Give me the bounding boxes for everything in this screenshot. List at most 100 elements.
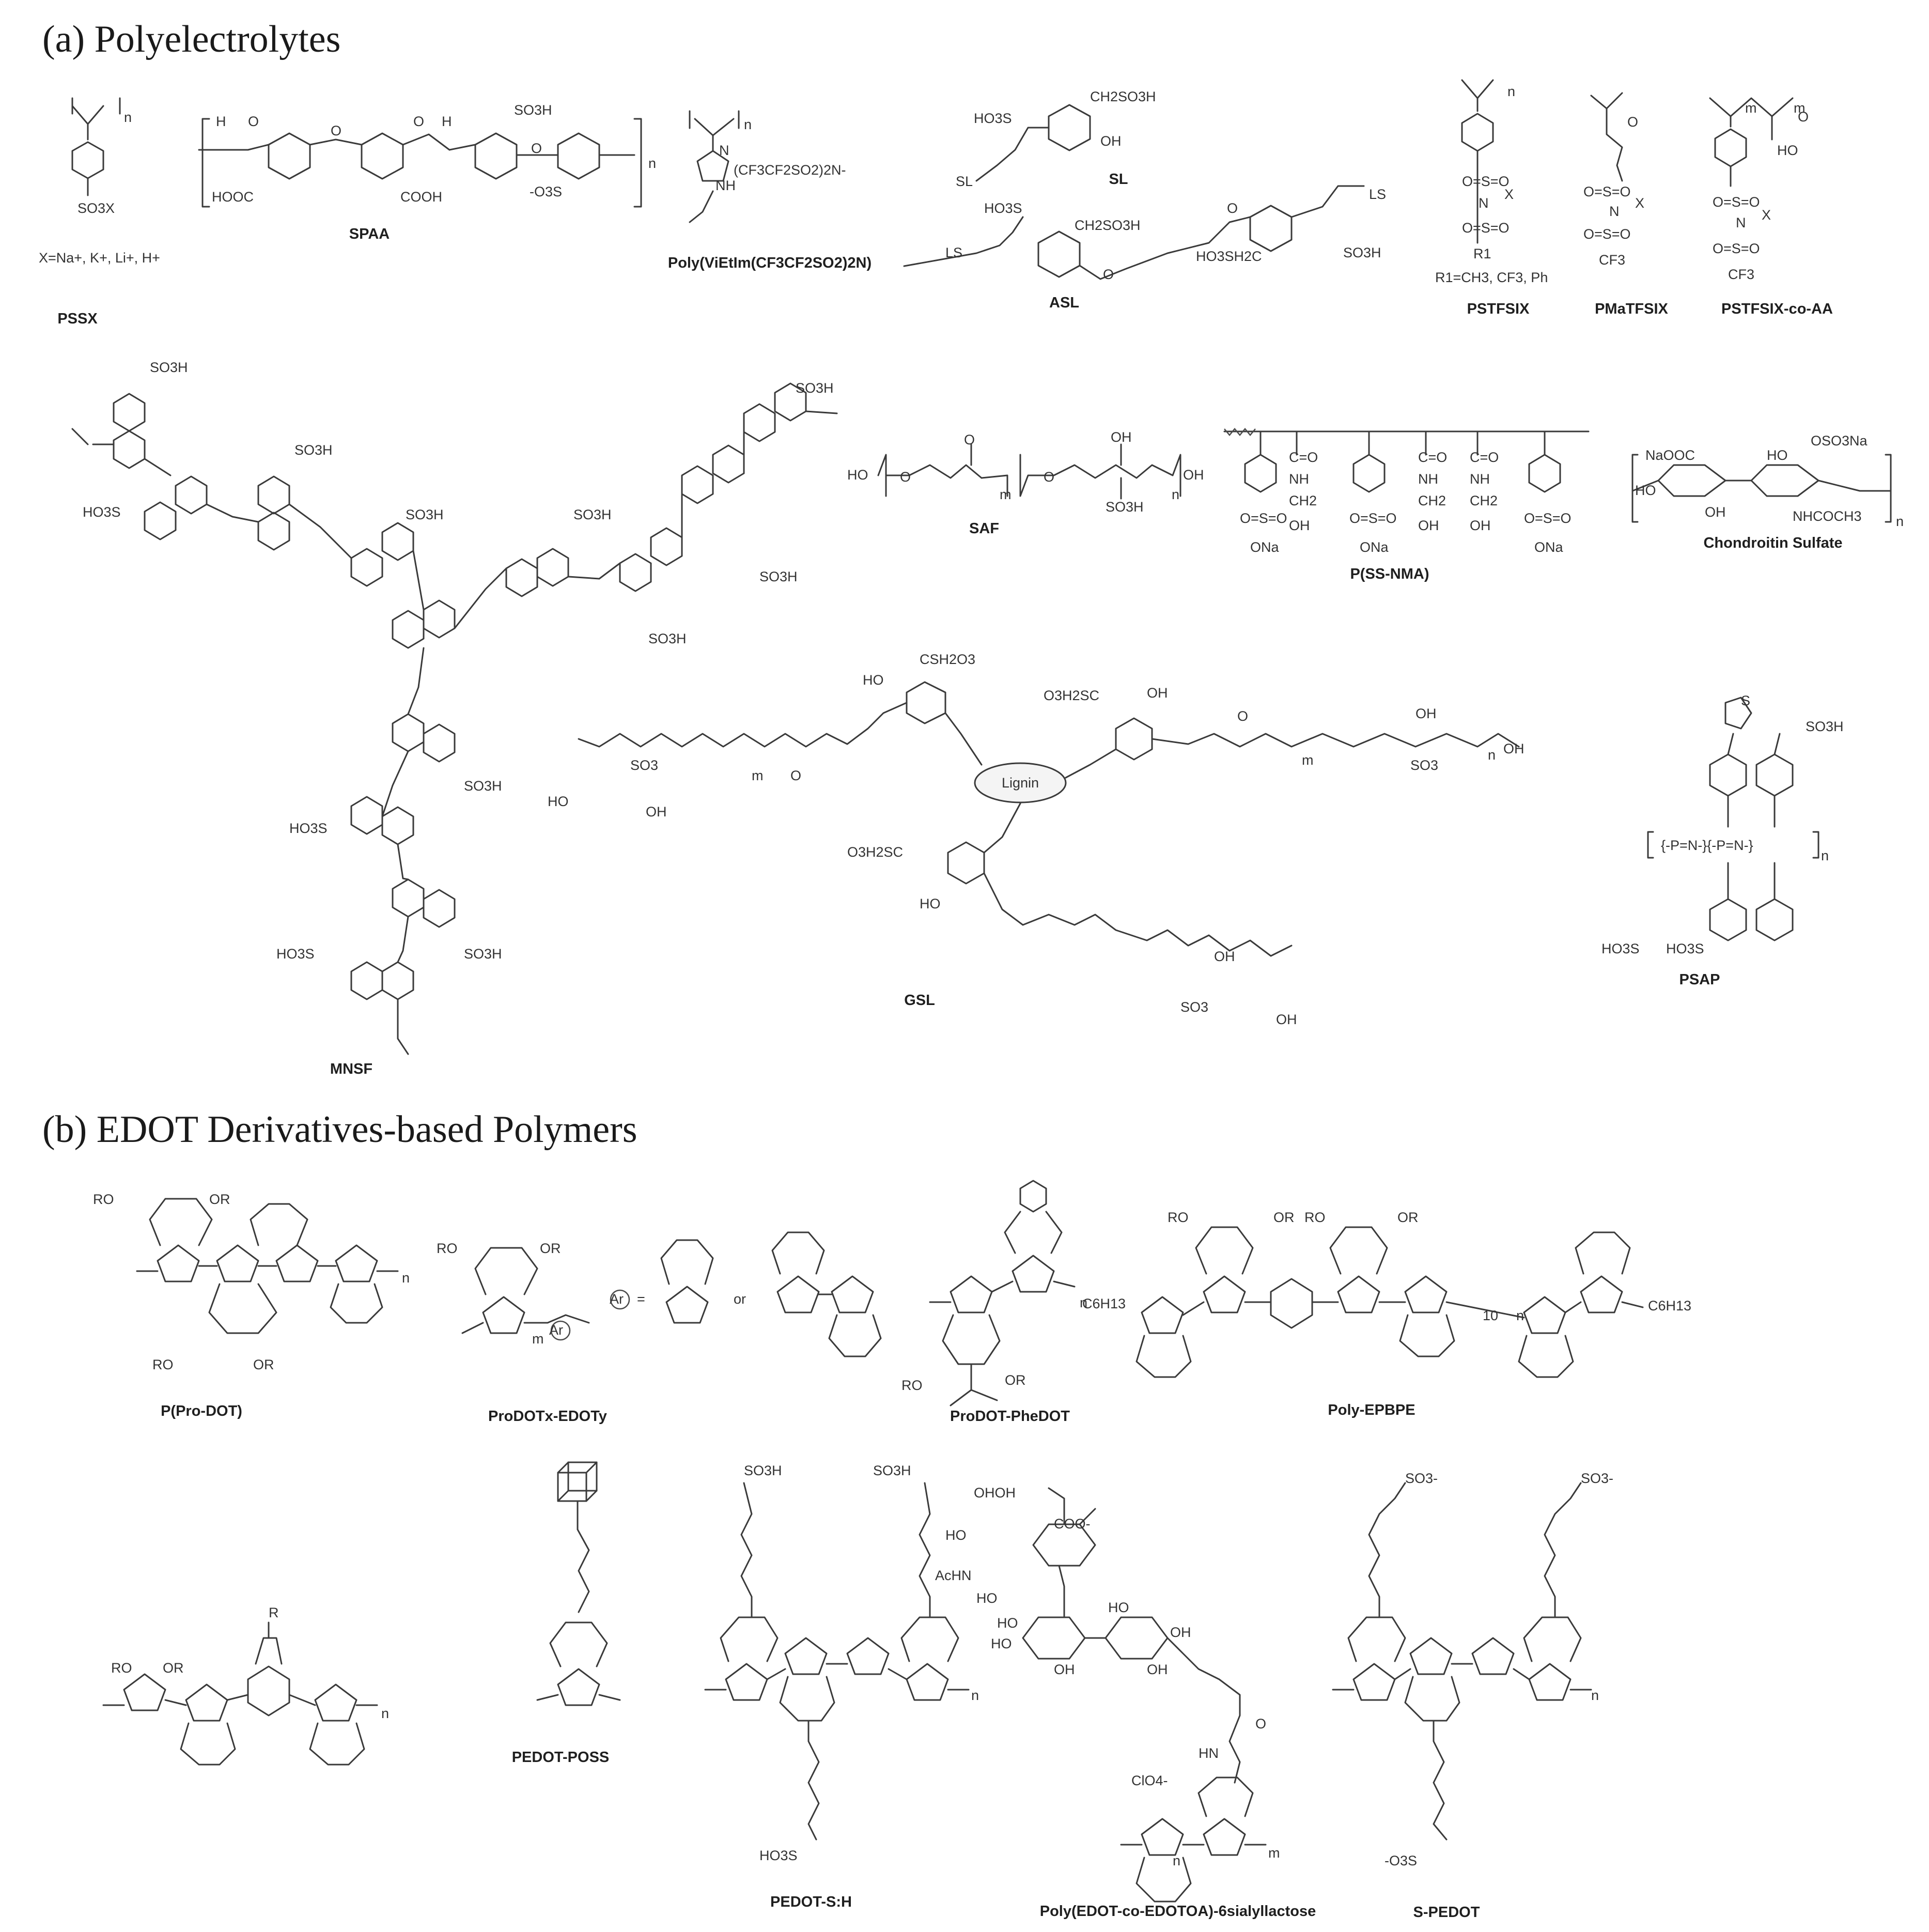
saf-oh2: OH — [1183, 467, 1204, 483]
prodot-or: OR — [540, 1241, 561, 1256]
sialyl-coo: COO- — [1054, 1516, 1091, 1532]
spaa-o2: O — [413, 114, 424, 129]
gsl-oh-right: OH — [1415, 706, 1437, 721]
structure-pstfsix-group: O=S=O N O=S=O R1 X R1=CH3, CF3, Ph n PST… — [1435, 79, 1833, 317]
asl-ch2so3h: CH2SO3H — [1075, 218, 1141, 233]
asl-o: O — [1103, 267, 1114, 282]
pedotsh-n: n — [971, 1688, 979, 1703]
mnsf-so3h-9: SO3H — [464, 946, 502, 962]
epbpe-ro-2: RO — [1304, 1210, 1326, 1225]
structure-mnsf: SO3H HO3S SO3H SO3H SO3H SO3H SO3H SO3H … — [71, 360, 838, 1077]
pssnma-so3-2: O=S=O — [1349, 511, 1397, 526]
epbpe-or-2: OR — [1397, 1210, 1419, 1225]
gsl-oh-left: OH — [646, 804, 667, 820]
spaa-so3h: SO3H — [514, 102, 552, 118]
gsl-lignin-ellipse — [974, 762, 1067, 803]
pssnma-ch2-2: CH2 — [1418, 493, 1446, 508]
pmatfsix-so2b: O=S=O — [1583, 226, 1631, 242]
sl-ho3s: HO3S — [974, 111, 1012, 126]
spaa-cooh: COOH — [400, 189, 442, 205]
pmatfsix-x: X — [1635, 195, 1644, 211]
psap-ho3s-1: HO3S — [1601, 941, 1640, 956]
gsl-oh-bottom2: OH — [1276, 1012, 1297, 1027]
label-pstfsix-co-aa: PSTFSIX-co-AA — [1721, 301, 1833, 317]
spaa-h2: H — [442, 114, 452, 129]
psap-ho3s-2: HO3S — [1666, 941, 1704, 956]
pedotsh-ho3s: HO3S — [759, 1848, 798, 1863]
pssx-note: X=Na+, K+, Li+, H+ — [39, 250, 160, 266]
gsl-so3-left: SO3 — [630, 758, 658, 773]
chondroitin-naooc: NaOOC — [1645, 447, 1695, 463]
section-a-heading: (a) Polyelectrolytes — [42, 18, 340, 60]
gsl-oh-bottom: OH — [1214, 949, 1235, 964]
spedot-so3-1: SO3- — [1405, 1471, 1438, 1486]
section-b-heading: (b) EDOT Derivatives-based Polymers — [42, 1108, 637, 1151]
label-psap: PSAP — [1679, 971, 1720, 988]
sl-oh: OH — [1100, 133, 1122, 149]
spedot-o3s: -O3S — [1384, 1853, 1417, 1868]
ppd-or-2: OR — [253, 1357, 274, 1372]
pstfsix-co-aa-n: N — [1736, 215, 1746, 230]
label-pstfsix: PSTFSIX — [1467, 301, 1530, 317]
label-spaa: SPAA — [349, 226, 390, 242]
structure-spaa: H O O H O O HOOC COOH SO3H -O3S n SPAA — [198, 102, 656, 242]
saf-n: n — [1172, 487, 1179, 502]
pmatfsix-so2: O=S=O — [1583, 184, 1631, 199]
mnsf-so3h-5: SO3H — [759, 569, 798, 584]
structure-prodot-phedot: RO OR n ProDOT-PheDOT — [901, 1180, 1087, 1425]
pssnma-ch2-1: CH2 — [1289, 493, 1317, 508]
gsl-ho-2: HO — [920, 896, 941, 911]
prodot-or-word: or — [734, 1291, 746, 1307]
mnsf-ho3s-2: HO3S — [289, 821, 328, 836]
pstfsix-co-aa-so2b: O=S=O — [1713, 241, 1760, 256]
epbpe-c6h13-2: C6H13 — [1648, 1298, 1691, 1313]
label-p-pro-dot: P(Pro-DOT) — [161, 1403, 242, 1419]
sialyl-ho-3: HO — [997, 1615, 1018, 1631]
structure-psap: {-P=N-}{-P=N-} S SO3H HO3S HO3S n PSAP — [1601, 693, 1844, 988]
structure-p-pro-dot: RO OR RO OR n P(Pro-DOT) — [93, 1192, 410, 1419]
spedot-n: n — [1591, 1688, 1599, 1703]
structure-chondroitin: NaOOC HO OH HO OSO3Na NHCOCH3 n Chondroi… — [1631, 433, 1904, 551]
btz-or: OR — [163, 1660, 184, 1676]
psap-n: n — [1821, 848, 1829, 863]
sialyl-ho-5: HO — [1108, 1600, 1129, 1615]
structure-poly-epbpe: C6H13 C6H13 RO OR RO OR 10 n Poly-EPBPE — [1082, 1210, 1691, 1418]
gsl-ho-left: HO — [548, 794, 569, 809]
pssnma-co-2: C=O — [1418, 450, 1447, 465]
ppd2-ro: RO — [901, 1378, 923, 1393]
psap-s: S — [1741, 693, 1750, 708]
pssnma-oh-2: OH — [1418, 518, 1439, 533]
label-sl: SL — [1109, 171, 1128, 188]
epbpe-10: 10 — [1483, 1308, 1498, 1323]
label-prodot-phedot: ProDOT-PheDOT — [950, 1408, 1070, 1425]
pstfsix-so2b: O=S=O — [1462, 220, 1510, 236]
ppd-ro-2: RO — [152, 1357, 174, 1372]
gsl-o-left: O — [790, 768, 801, 783]
pssnma-ona-2: ONa — [1360, 539, 1389, 555]
label-s-pedot: S-PEDOT — [1413, 1904, 1480, 1921]
sialyl-m: m — [1268, 1845, 1280, 1861]
pstfsix-r1: R1 — [1473, 246, 1491, 261]
sialyl-hn: HN — [1199, 1745, 1219, 1761]
sl-sl: SL — [956, 174, 973, 189]
btz-r: R — [269, 1605, 279, 1620]
prodot-ar-1: Ar — [549, 1322, 563, 1338]
pssx-so3x: SO3X — [77, 200, 115, 216]
prodot-ro: RO — [437, 1241, 458, 1256]
pssx-n: n — [124, 110, 132, 125]
gsl-oh-right2: OH — [1503, 741, 1524, 756]
mnsf-so3h-8: SO3H — [464, 778, 502, 794]
label-asl: ASL — [1049, 295, 1079, 311]
prodot-ar-2: Ar — [610, 1291, 624, 1307]
pssnma-ch2-3: CH2 — [1470, 493, 1498, 508]
label-pedot-poss: PEDOT-POSS — [512, 1749, 610, 1766]
saf-o3: O — [1044, 469, 1054, 485]
ppd2-n: n — [1080, 1295, 1087, 1310]
label-p-ss-nma: P(SS-NMA) — [1350, 566, 1429, 582]
chondroitin-nhcoch3: NHCOCH3 — [1793, 508, 1862, 524]
sialyl-clo4: ClO4- — [1131, 1773, 1168, 1788]
asl-ls2: LS — [1369, 187, 1386, 202]
btz-ro: RO — [111, 1660, 132, 1676]
vietim-nh: NH — [715, 178, 736, 193]
psap-backbone: {-P=N-}{-P=N-} — [1661, 838, 1753, 853]
